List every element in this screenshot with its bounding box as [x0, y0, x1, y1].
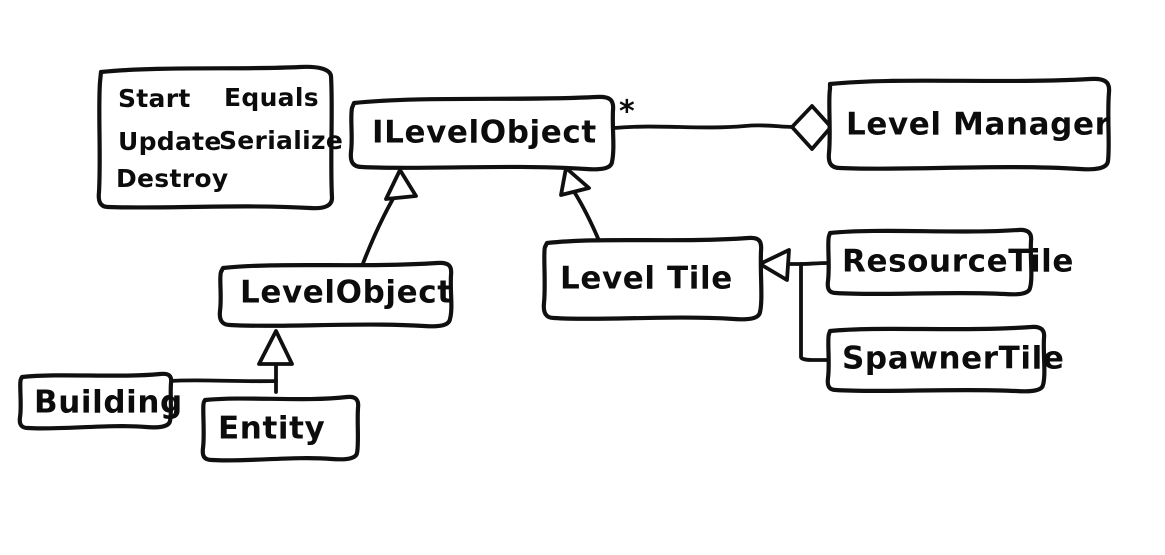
- hollow-triangle-icon: [384, 168, 418, 201]
- resourcetile-label: ResourceTile: [842, 244, 1074, 280]
- hollow-triangle-icon: [257, 329, 294, 366]
- levelmanager-label: Level Manager: [846, 107, 1111, 143]
- node-entity[interactable]: Entity: [200, 394, 361, 463]
- levelmanager-box-shape: [826, 76, 1112, 172]
- member-update: Update: [118, 127, 222, 156]
- leveltile-label: Level Tile: [560, 261, 733, 297]
- edge-children-levelobject: [168, 329, 294, 394]
- building-label: Building: [34, 385, 183, 421]
- members-box-shape: [96, 64, 335, 211]
- node-building[interactable]: Building: [17, 371, 183, 431]
- node-levelmanager[interactable]: Level Manager: [826, 76, 1112, 172]
- entity-box-shape: [200, 394, 361, 463]
- generalization-line: [571, 188, 602, 245]
- levelobject-label: LevelObject: [240, 275, 453, 311]
- member-serialize: Serialize: [219, 126, 343, 155]
- node-spawnertile[interactable]: SpawnerTile: [825, 324, 1065, 394]
- node-resourcetile[interactable]: ResourceTile: [825, 227, 1074, 297]
- members-box[interactable]: Start Update Destroy Equals Serialize: [96, 64, 343, 211]
- generalization-elbow-line: [799, 261, 830, 362]
- aggregation-line: [612, 123, 794, 130]
- levelobject-box-shape: [217, 260, 454, 329]
- building-box-shape: [17, 371, 174, 431]
- building-branch-line: [168, 378, 278, 384]
- generalization-line: [360, 190, 399, 268]
- node-levelobject[interactable]: LevelObject: [217, 260, 454, 329]
- entity-label: Entity: [218, 411, 325, 447]
- spawnertile-label: SpawnerTile: [842, 341, 1064, 377]
- edge-tiles-leveltile: [758, 248, 830, 362]
- edge-ilevelobject-levelmanager: [612, 104, 833, 151]
- edge-levelobject-ilevelobject: [360, 168, 418, 268]
- leveltile-box-shape: [541, 235, 764, 322]
- node-ilevelobject[interactable]: ILevelObject *: [348, 94, 635, 172]
- edge-leveltile-ilevelobject: [559, 166, 602, 245]
- ilevelobject-label: ILevelObject: [372, 115, 597, 151]
- hollow-triangle-icon: [758, 248, 791, 282]
- spawnertile-box-shape: [825, 324, 1047, 394]
- resourcetile-box-shape: [825, 227, 1034, 297]
- hollow-triangle-icon: [559, 166, 591, 197]
- member-start: Start: [118, 84, 191, 113]
- ilevelobject-box-shape: [348, 94, 616, 172]
- member-equals: Equals: [224, 83, 319, 112]
- node-leveltile[interactable]: Level Tile: [541, 235, 764, 322]
- hollow-diamond-icon: [790, 104, 833, 151]
- multiplicity-star: *: [619, 95, 635, 130]
- member-destroy: Destroy: [116, 164, 228, 193]
